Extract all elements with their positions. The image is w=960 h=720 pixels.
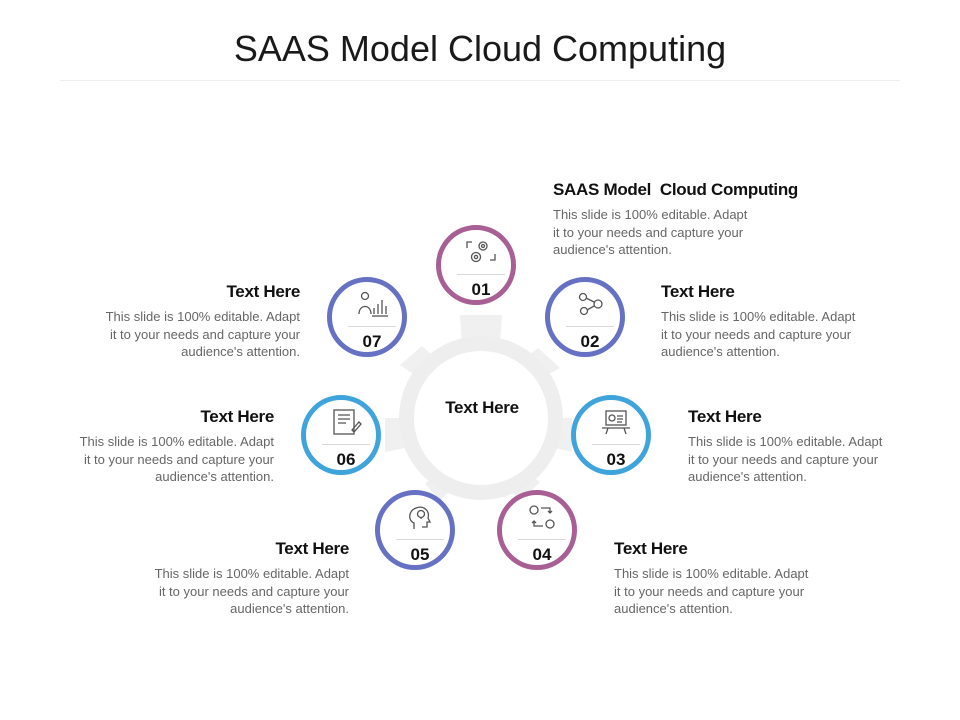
node-number: 07 — [362, 332, 382, 351]
block-line: This slide is 100% editable. Adapt — [154, 566, 349, 581]
block-line: This slide is 100% editable. Adapt — [553, 207, 748, 222]
gears-cycle-icon — [466, 241, 496, 263]
node-number: 06 — [336, 450, 356, 469]
node-number: 02 — [580, 332, 600, 351]
node-number: 03 — [606, 450, 626, 469]
document-pen-icon — [333, 409, 362, 435]
user-exchange-icon — [529, 505, 555, 529]
node-03: 03 — [571, 395, 651, 475]
block-line: audience's attention. — [155, 469, 274, 484]
node-07: 07 — [327, 277, 407, 357]
block-line: audience's attention. — [688, 469, 807, 484]
block-line: This slide is 100% editable. Adapt — [79, 434, 274, 449]
node-01: 01 — [436, 225, 516, 305]
text-block-02: Text Here This slide is 100% editable. A… — [661, 282, 886, 361]
title-divider — [60, 80, 900, 81]
node-separator — [592, 444, 640, 445]
page-title: SAAS Model Cloud Computing — [233, 28, 727, 69]
node-number: 05 — [410, 545, 430, 564]
node-05: 05 — [375, 490, 455, 570]
node-number: 01 — [471, 280, 491, 299]
block-line: audience's attention. — [553, 242, 672, 257]
node-separator — [457, 274, 505, 275]
presentation-board-icon — [602, 410, 630, 435]
block-line: audience's attention. — [181, 344, 300, 359]
block-heading: Text Here — [275, 539, 349, 558]
block-heading: Text Here — [614, 539, 688, 558]
block-line: it to your needs and capture your — [158, 583, 349, 599]
text-block-04: Text Here This slide is 100% editable. A… — [614, 539, 839, 618]
head-idea-icon — [409, 506, 432, 529]
block-heading: Text Here — [688, 407, 762, 426]
block-line: audience's attention. — [614, 601, 733, 616]
node-separator — [348, 326, 396, 327]
block-body: This slide is 100% editable. Adapt it to… — [661, 308, 886, 361]
node-separator — [518, 539, 566, 540]
hub-core — [414, 351, 548, 485]
block-body: This slide is 100% editable. Adapt it to… — [614, 565, 839, 618]
block-line: it to your needs and capture your — [553, 224, 744, 240]
block-line: audience's attention. — [230, 601, 349, 616]
node-04: 04 — [497, 490, 577, 570]
text-block-03: Text Here This slide is 100% editable. A… — [688, 407, 913, 486]
hub-center-label: Text Here — [445, 398, 519, 417]
block-line: audience's attention. — [661, 344, 780, 359]
block-line: This slide is 100% editable. Adapt — [688, 434, 883, 449]
block-heading: SAAS Model Cloud Computing — [553, 180, 798, 199]
block-line: it to your needs and capture your — [661, 326, 852, 342]
node-separator — [322, 444, 370, 445]
block-line: it to your needs and capture your — [83, 451, 274, 467]
block-body: This slide is 100% editable. Adapt it to… — [688, 433, 913, 486]
block-body: This slide is 100% editable. Adapt it to… — [49, 433, 274, 486]
block-line: it to your needs and capture your — [109, 326, 300, 342]
block-body: This slide is 100% editable. Adapt it to… — [75, 308, 300, 361]
text-block-07: Text Here This slide is 100% editable. A… — [75, 282, 301, 361]
text-block-05: Text Here This slide is 100% editable. A… — [124, 539, 350, 618]
block-line: it to your needs and capture your — [614, 583, 805, 599]
block-line: This slide is 100% editable. Adapt — [661, 309, 856, 324]
block-line: it to your needs and capture your — [688, 451, 879, 467]
text-block-01: SAAS Model Cloud Computing This slide is… — [553, 180, 853, 259]
node-separator — [566, 326, 614, 327]
node-separator — [396, 539, 444, 540]
node-02: 02 — [545, 277, 625, 357]
node-number: 04 — [532, 545, 552, 564]
block-line: This slide is 100% editable. Adapt — [105, 309, 300, 324]
block-heading: Text Here — [226, 282, 300, 301]
gear-network-icon — [578, 292, 603, 316]
block-body: This slide is 100% editable. Adapt it to… — [124, 565, 349, 618]
block-body: This slide is 100% editable. Adapt it to… — [553, 206, 853, 259]
block-heading: Text Here — [661, 282, 735, 301]
presenter-chart-icon — [358, 291, 388, 317]
node-06: 06 — [301, 395, 381, 475]
block-heading: Text Here — [200, 407, 274, 426]
block-line: This slide is 100% editable. Adapt — [614, 566, 809, 581]
text-block-06: Text Here This slide is 100% editable. A… — [49, 407, 275, 486]
